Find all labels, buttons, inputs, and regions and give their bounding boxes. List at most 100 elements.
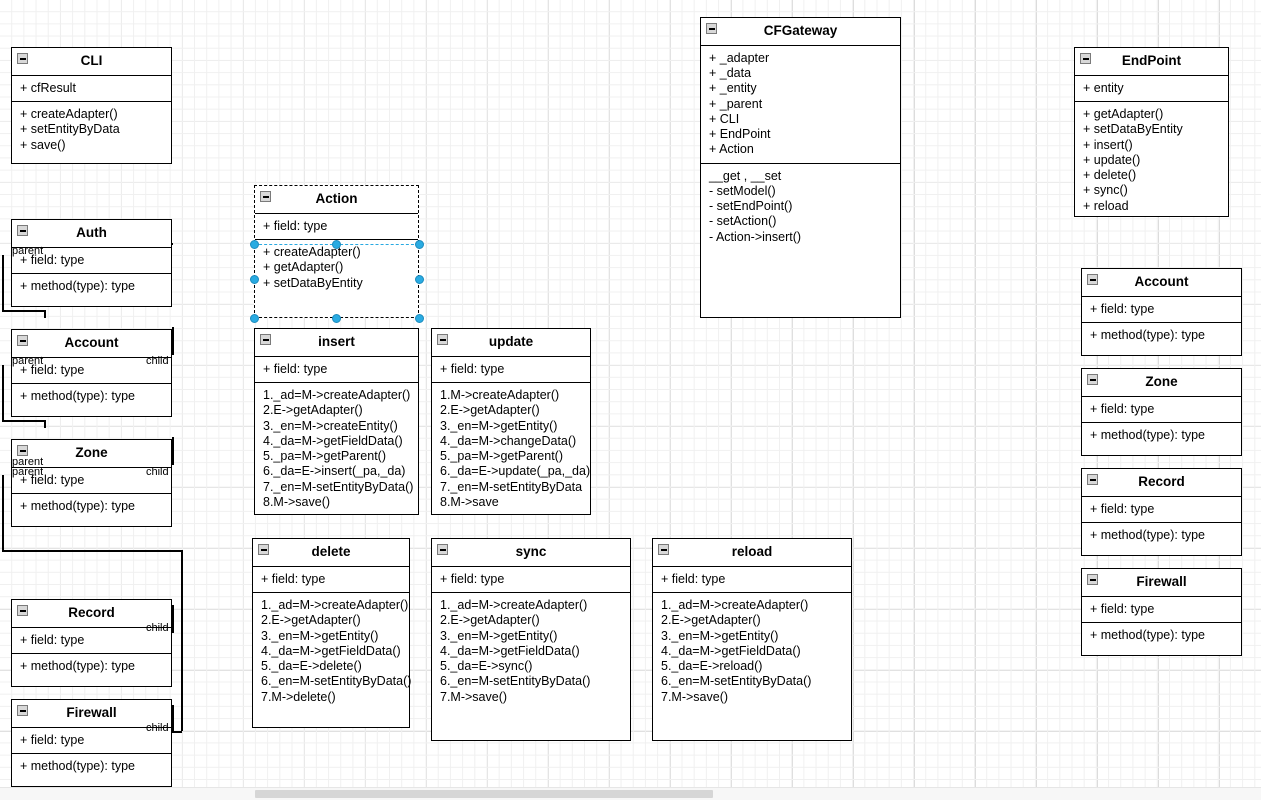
- uml-attributes-compartment: + field: type: [432, 357, 590, 384]
- minus-box-icon[interactable]: [1087, 474, 1098, 485]
- uml-class-endpoint[interactable]: EndPoint+ entity+ getAdapter()+ setDataB…: [1074, 47, 1229, 217]
- uml-method: + setDataByEntity: [1083, 122, 1183, 137]
- uml-method: 5._pa=M->getParent(): [440, 449, 563, 464]
- association-account-left-v[interactable]: [2, 365, 4, 421]
- uml-method: 6._en=M-setEntityByData(): [261, 674, 412, 689]
- uml-class-firewall-left[interactable]: Firewall+ field: type+ method(type): typ…: [11, 699, 172, 787]
- uml-method: + insert(): [1083, 137, 1133, 152]
- horizontal-scrollbar-thumb[interactable]: [255, 790, 713, 798]
- minus-box-icon[interactable]: [437, 334, 448, 345]
- uml-attribute: + field: type: [263, 361, 328, 376]
- association-firewall-right-h[interactable]: [172, 731, 182, 733]
- minus-box-icon[interactable]: [706, 23, 717, 34]
- resize-handle-bottom-left[interactable]: [249, 313, 259, 323]
- uml-attribute: + field: type: [20, 472, 85, 487]
- minus-box-icon[interactable]: [658, 544, 669, 555]
- resize-handle-top-left[interactable]: [249, 239, 259, 249]
- resize-handle-bottom-center[interactable]: [332, 313, 341, 323]
- connector-label-zone-parent-1: parent: [12, 456, 44, 468]
- uml-methods-compartment: + getAdapter()+ setDataByEntity+ insert(…: [1075, 102, 1228, 219]
- uml-class-title: Account: [12, 330, 171, 358]
- uml-attributes-compartment: + field: type: [255, 357, 418, 384]
- association-auth-bottom-h[interactable]: [2, 310, 46, 312]
- uml-class-auth[interactable]: Auth+ field: type+ method(type): type: [11, 219, 172, 307]
- uml-methods-compartment: + createAdapter()+ getAdapter()+ setData…: [255, 240, 418, 296]
- association-auth-drop[interactable]: [44, 310, 46, 318]
- uml-class-action[interactable]: Action+ field: type+ createAdapter()+ ge…: [254, 185, 419, 318]
- association-firewall-right-v[interactable]: [172, 705, 174, 733]
- minus-box-icon[interactable]: [17, 705, 28, 716]
- uml-method: 2.E->getAdapter(): [261, 613, 361, 628]
- uml-class-title: CLI: [12, 48, 171, 76]
- uml-method: 6._da=E->insert(_pa,_da): [263, 464, 406, 479]
- uml-attribute: + field: type: [1090, 501, 1155, 516]
- resize-handle-middle-left[interactable]: [249, 275, 259, 284]
- minus-box-icon[interactable]: [260, 334, 271, 345]
- uml-class-title: CFGateway: [701, 18, 900, 46]
- uml-class-firewall-right[interactable]: Firewall+ field: type+ method(type): typ…: [1081, 568, 1242, 656]
- resize-handle-middle-right[interactable]: [414, 275, 424, 284]
- minus-box-icon[interactable]: [17, 445, 28, 456]
- minus-box-icon[interactable]: [1087, 574, 1098, 585]
- uml-class-zone-right[interactable]: Zone+ field: type+ method(type): type: [1081, 368, 1242, 456]
- association-zone-left-v[interactable]: [2, 475, 4, 551]
- uml-method: 6._en=M-setEntityByData(): [661, 674, 812, 689]
- uml-class-account-right[interactable]: Account+ field: type+ method(type): type: [1081, 268, 1242, 356]
- uml-attribute: + EndPoint: [709, 127, 771, 142]
- uml-class-account-left[interactable]: Account+ field: type+ method(type): type: [11, 329, 172, 417]
- connector-label-firewall-child: child: [146, 722, 169, 734]
- uml-class-cfgateway[interactable]: CFGateway+ _adapter+ _data+ _entity+ _pa…: [700, 17, 901, 318]
- uml-method: 4._da=M->getFieldData(): [263, 433, 403, 448]
- minus-box-icon[interactable]: [437, 544, 448, 555]
- uml-class-zone-left[interactable]: Zone+ field: type+ method(type): type: [11, 439, 172, 527]
- association-zone-bottom-h[interactable]: [2, 550, 182, 552]
- minus-box-icon[interactable]: [17, 225, 28, 236]
- minus-box-icon[interactable]: [17, 53, 28, 64]
- uml-class-cli[interactable]: CLI+ cfResult+ createAdapter()+ setEntit…: [11, 47, 172, 164]
- uml-attribute: + field: type: [1090, 301, 1155, 316]
- uml-class-record-left[interactable]: Record+ field: type+ method(type): type: [11, 599, 172, 687]
- association-account-bottom-h[interactable]: [2, 420, 46, 422]
- minus-box-icon[interactable]: [17, 335, 28, 346]
- uml-methods-compartment: + method(type): type: [12, 754, 171, 779]
- uml-attribute: + _entity: [709, 81, 757, 96]
- uml-method: - Action->insert(): [709, 229, 802, 244]
- uml-class-title: Firewall: [1082, 569, 1241, 597]
- horizontal-scrollbar[interactable]: [0, 787, 1261, 800]
- uml-method: 5._da=E->reload(): [661, 659, 763, 674]
- uml-methods-compartment: + method(type): type: [12, 654, 171, 679]
- uml-attributes-compartment: + entity: [1075, 76, 1228, 103]
- uml-methods-compartment: 1._ad=M->createAdapter()2.E->getAdapter(…: [255, 383, 418, 515]
- uml-attribute: + _data: [709, 66, 752, 81]
- association-auth-left-v[interactable]: [2, 255, 4, 311]
- uml-method: 6._da=E->update(_pa,_da): [440, 464, 591, 479]
- association-account-drop[interactable]: [44, 420, 46, 428]
- uml-method: + sync(): [1083, 183, 1128, 198]
- association-record-right-v2[interactable]: [181, 631, 183, 731]
- resize-handle-top-right[interactable]: [414, 239, 424, 249]
- uml-class-record-right[interactable]: Record+ field: type+ method(type): type: [1081, 468, 1242, 556]
- uml-method: 7._en=M-setEntityByData: [440, 479, 583, 494]
- minus-box-icon[interactable]: [1080, 53, 1091, 64]
- uml-class-title: update: [432, 329, 590, 357]
- uml-attributes-compartment: + field: type: [253, 567, 409, 594]
- resize-handle-top-center[interactable]: [332, 239, 341, 249]
- association-zone-right-drop[interactable]: [181, 550, 183, 640]
- uml-attributes-compartment: + field: type: [1082, 597, 1241, 624]
- minus-box-icon[interactable]: [17, 605, 28, 616]
- minus-box-icon[interactable]: [258, 544, 269, 555]
- resize-handle-bottom-right[interactable]: [414, 313, 424, 323]
- association-record-right-v[interactable]: [172, 605, 174, 633]
- uml-attributes-compartment: + field: type: [12, 468, 171, 495]
- association-zone-right-v[interactable]: [172, 437, 174, 465]
- minus-box-icon[interactable]: [260, 191, 271, 202]
- minus-box-icon[interactable]: [1087, 374, 1098, 385]
- minus-box-icon[interactable]: [1087, 274, 1098, 285]
- association-account-right-v[interactable]: [172, 327, 174, 355]
